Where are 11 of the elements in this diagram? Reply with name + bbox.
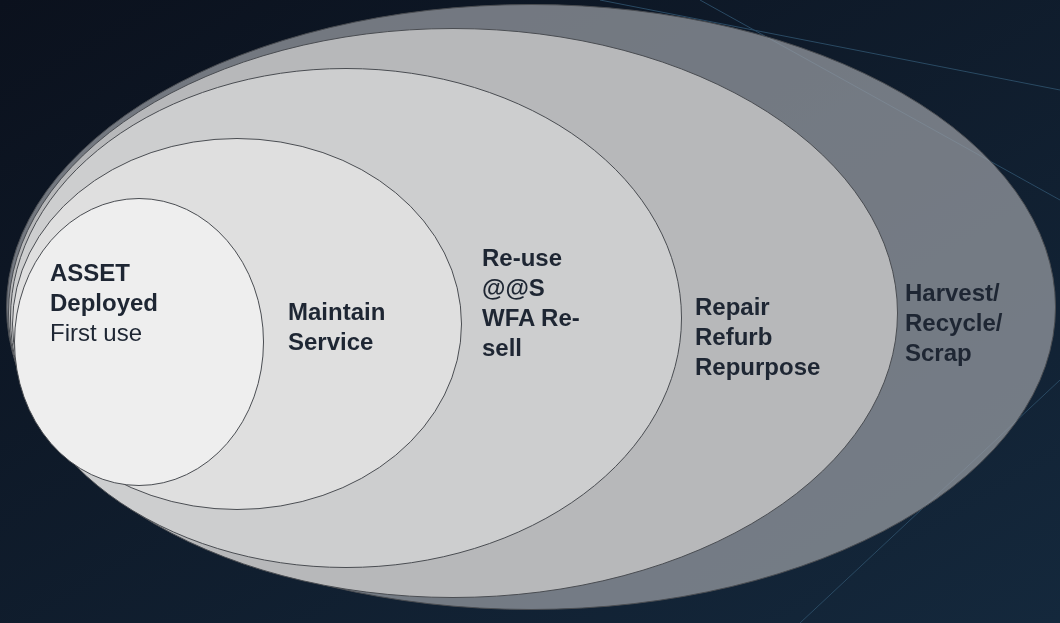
stage-heading: Repair Refurb Repurpose (695, 292, 822, 382)
stage-heading: Maintain Service (288, 297, 387, 357)
oval-region (6, 4, 1056, 610)
stage-heading: ASSET Deployed (50, 258, 160, 318)
stage-heading: Re-use @@S WFA Re-sell (482, 243, 581, 363)
oval-region (12, 138, 462, 510)
oval-region (10, 68, 682, 568)
oval-region (8, 28, 898, 598)
stage-heading: Harvest/ Recycle/ Scrap (905, 278, 1004, 368)
oval-region (14, 198, 264, 486)
stage-note: First use (50, 318, 142, 348)
